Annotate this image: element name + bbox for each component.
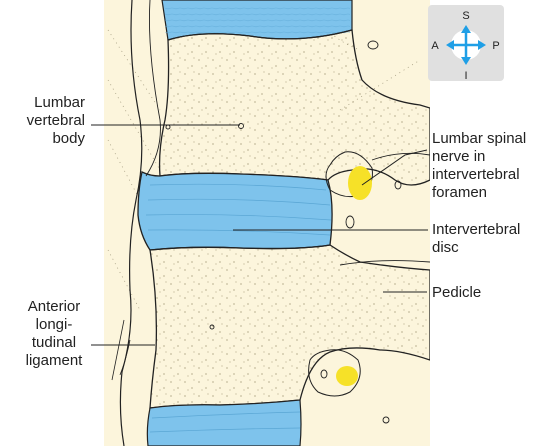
label-vertebral-body: Lumbar vertebral body	[27, 94, 85, 148]
label-line: Pedicle	[432, 284, 481, 302]
label-line: intervertebral	[432, 166, 526, 184]
orientation-compass: S I A P	[428, 5, 504, 81]
label-ligament: Anterior longi- tudinal ligament	[14, 298, 94, 370]
label-line: vertebral	[27, 112, 85, 130]
compass-inferior: I	[464, 70, 467, 81]
label-line: Lumbar	[27, 94, 85, 112]
label-line: tudinal	[14, 334, 94, 352]
label-disc: Intervertebral disc	[432, 221, 520, 257]
spinal-nerve-lower	[336, 366, 358, 386]
label-line: disc	[432, 239, 520, 257]
label-spinal-nerve: Lumbar spinal nerve in intervertebral fo…	[432, 130, 526, 202]
compass-rose-icon: S I A P	[428, 5, 504, 81]
label-line: body	[27, 130, 85, 148]
label-pedicle: Pedicle	[432, 284, 481, 302]
label-line: Lumbar spinal	[432, 130, 526, 148]
label-line: nerve in	[432, 148, 526, 166]
compass-posterior: P	[492, 40, 499, 52]
compass-anterior: A	[431, 40, 439, 52]
middle-disc	[138, 172, 332, 250]
label-line: Intervertebral	[432, 221, 520, 239]
label-line: ligament	[14, 352, 94, 370]
compass-superior: S	[462, 10, 469, 22]
label-line: longi-	[14, 316, 94, 334]
spinal-nerve-upper	[348, 166, 372, 200]
label-line: foramen	[432, 184, 526, 202]
lower-disc	[147, 400, 301, 446]
label-line: Anterior	[14, 298, 94, 316]
